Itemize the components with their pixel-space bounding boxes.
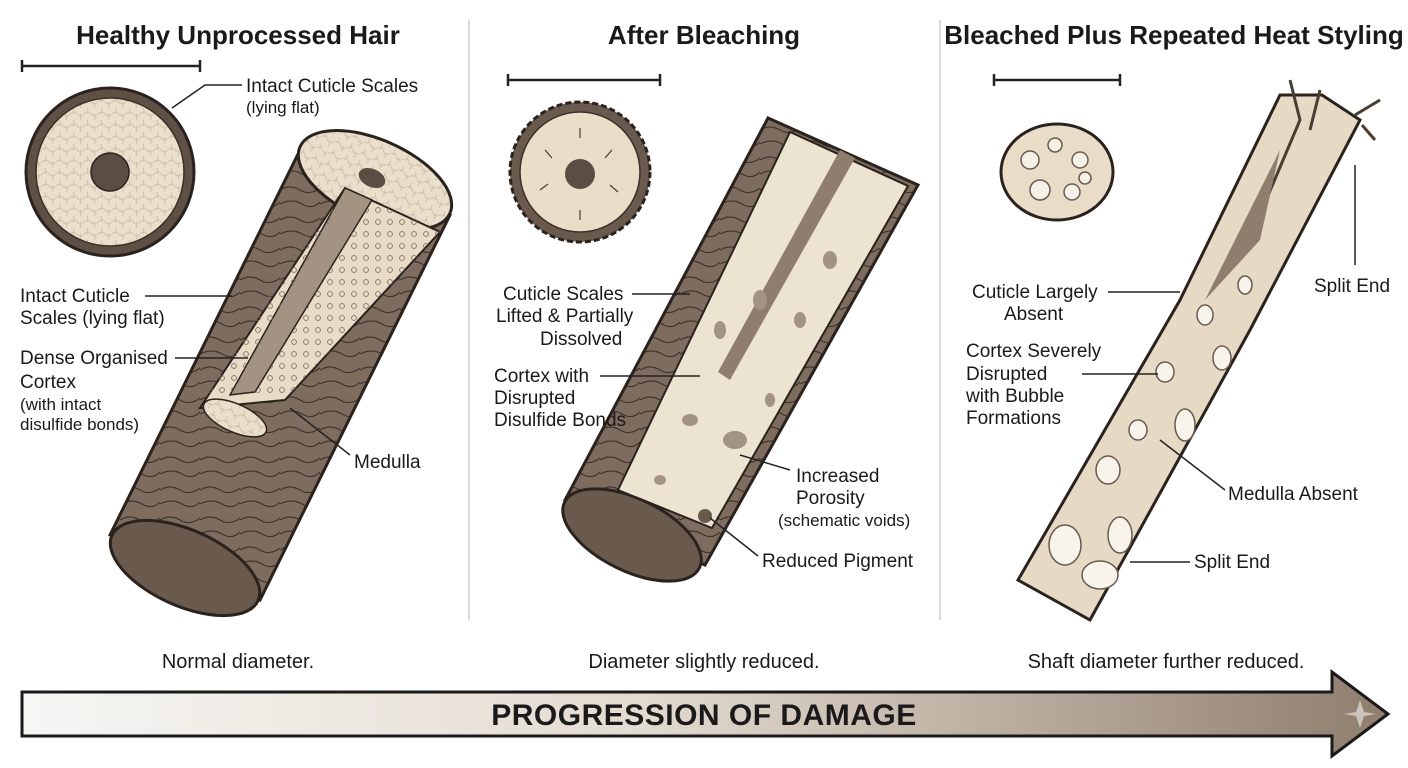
svg-text:(schematic voids): (schematic voids) [778, 511, 910, 530]
svg-text:Absent: Absent [1004, 304, 1064, 325]
svg-text:disulfide bonds): disulfide bonds) [20, 415, 139, 434]
panel-caption: Shaft diameter further reduced. [1028, 651, 1305, 673]
cross-section-healthy [24, 86, 196, 258]
cross-section-heat [999, 122, 1115, 222]
label-cortex: Cortex Severely [966, 341, 1102, 362]
label-porosity: Increased [796, 466, 879, 487]
svg-text:(with intact: (with intact [20, 395, 102, 414]
svg-text:Porosity: Porosity [796, 488, 865, 509]
shaft-heat [1015, 79, 1381, 623]
cross-section-bleached [508, 100, 652, 244]
panel-caption: Diameter slightly reduced. [588, 651, 819, 673]
panel-heat-styled: Bleached Plus Repeated Heat Styling [944, 20, 1403, 673]
label-cuticle-side: Intact Cuticle [20, 286, 130, 307]
svg-text:Disrupted: Disrupted [494, 388, 575, 409]
label-cuticle: Cuticle Largely [972, 282, 1098, 303]
svg-text:Disulfide Bonds: Disulfide Bonds [494, 410, 626, 431]
label-cuticle-top: Intact Cuticle Scales [246, 76, 418, 97]
shaft-healthy [107, 129, 454, 618]
svg-text:Dissolved: Dissolved [540, 329, 622, 350]
label-cortex: Cortex with [494, 366, 589, 387]
panel-caption: Normal diameter. [162, 651, 314, 673]
label-cortex: Dense Organised [20, 348, 168, 369]
svg-text:Disrupted: Disrupted [966, 364, 1047, 385]
shaft-bleached [561, 116, 921, 583]
svg-text:Lifted & Partially: Lifted & Partially [496, 306, 634, 327]
panel-title: After Bleaching [608, 20, 800, 50]
label-medulla-absent: Medulla Absent [1228, 484, 1359, 505]
svg-text:(lying flat): (lying flat) [246, 98, 320, 117]
progression-arrow: PROGRESSION OF DAMAGE [20, 669, 1391, 759]
svg-text:with Bubble: with Bubble [965, 386, 1064, 407]
label-split-end: Split End [1314, 276, 1390, 297]
svg-text:Cortex: Cortex [20, 372, 76, 393]
label-pigment: Reduced Pigment [762, 551, 914, 572]
label-cuticle: Cuticle Scales [503, 284, 623, 305]
arrow-label: PROGRESSION OF DAMAGE [491, 699, 917, 732]
panel-title: Bleached Plus Repeated Heat Styling [944, 20, 1403, 50]
panel-title: Healthy Unprocessed Hair [76, 20, 400, 50]
panel-healthy: Healthy Unprocessed Hair Intact [20, 20, 454, 673]
label-medulla: Medulla [354, 452, 421, 473]
svg-text:Scales (lying flat): Scales (lying flat) [20, 308, 165, 329]
svg-text:Formations: Formations [966, 408, 1061, 429]
panel-bleached: After Bleaching [494, 20, 921, 673]
label-split-end: Split End [1194, 552, 1270, 573]
